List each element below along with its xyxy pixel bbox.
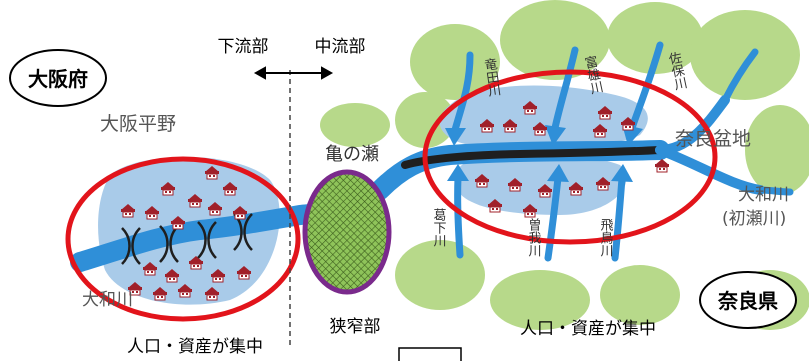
osaka-badge [9, 49, 107, 107]
downstream-label: 下流部 [218, 37, 269, 57]
asuka-river-label: 飛鳥川 [598, 218, 614, 257]
hatsuse-river-label: (初瀬川) [722, 209, 786, 229]
nara-label: 奈良県 [717, 289, 778, 313]
east-concentration-outline [422, 69, 718, 245]
narrow-section-label: 狭窄部 [330, 317, 381, 337]
east-caption: 人口・資産が集中 [520, 319, 656, 339]
yamato-river-east-label: 大和川 [738, 185, 789, 205]
kamenose-label: 亀の瀬 [325, 144, 379, 165]
narrow-section-outline [302, 169, 392, 295]
midstream-label: 中流部 [315, 37, 366, 57]
west-concentration-outline [65, 156, 301, 322]
tatsuta-river-label: 竜田川 [481, 57, 502, 98]
narrow-section [302, 169, 392, 295]
tributaries [445, 41, 794, 262]
nara-badge [699, 271, 797, 329]
nara-basin-label: 奈良盆地 [675, 128, 751, 150]
osaka-plain-label: 大阪平野 [100, 113, 176, 135]
reach-arrow [253, 66, 334, 80]
katsuge-river-label: 葛下川 [431, 208, 447, 247]
osaka-label: 大阪府 [28, 67, 88, 91]
bottom-box [398, 347, 462, 361]
west-caption: 人口・資産が集中 [127, 337, 263, 357]
soga-river-label: 曽我川 [526, 218, 542, 257]
yamato-river-west-label: 大和川 [82, 290, 133, 310]
